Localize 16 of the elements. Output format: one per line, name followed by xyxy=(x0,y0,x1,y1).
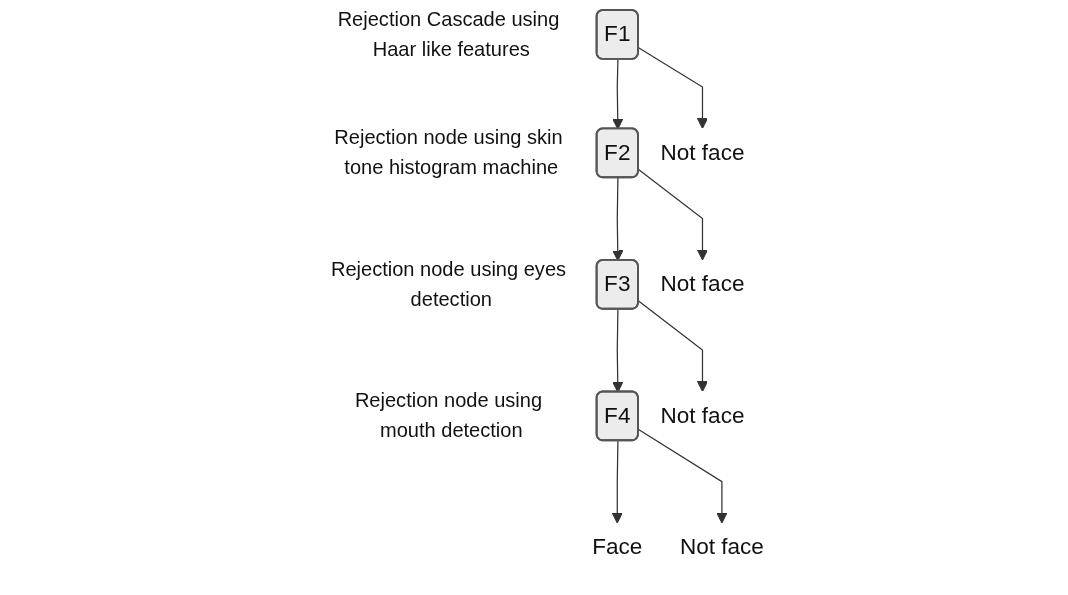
arrow xyxy=(612,308,624,393)
node-text: Not face xyxy=(679,534,764,560)
node-text: Not face xyxy=(660,271,745,297)
node-label: Rejection node using mouth detection xyxy=(354,389,543,441)
node-text: Not face xyxy=(660,139,745,165)
node-text: Not face xyxy=(660,402,745,428)
arrow xyxy=(637,168,708,261)
node-label: Rejection Cascade using Haar like features xyxy=(337,8,560,60)
arrow xyxy=(637,300,708,392)
node-label: Rejection node using skin tone histogram machine xyxy=(334,126,563,178)
arrow xyxy=(637,428,728,524)
arrow xyxy=(637,47,708,129)
node-text: Face xyxy=(592,534,643,560)
arrow xyxy=(612,58,624,130)
node-label: Rejection node using eyes detection xyxy=(330,258,567,310)
arrow xyxy=(611,440,623,524)
